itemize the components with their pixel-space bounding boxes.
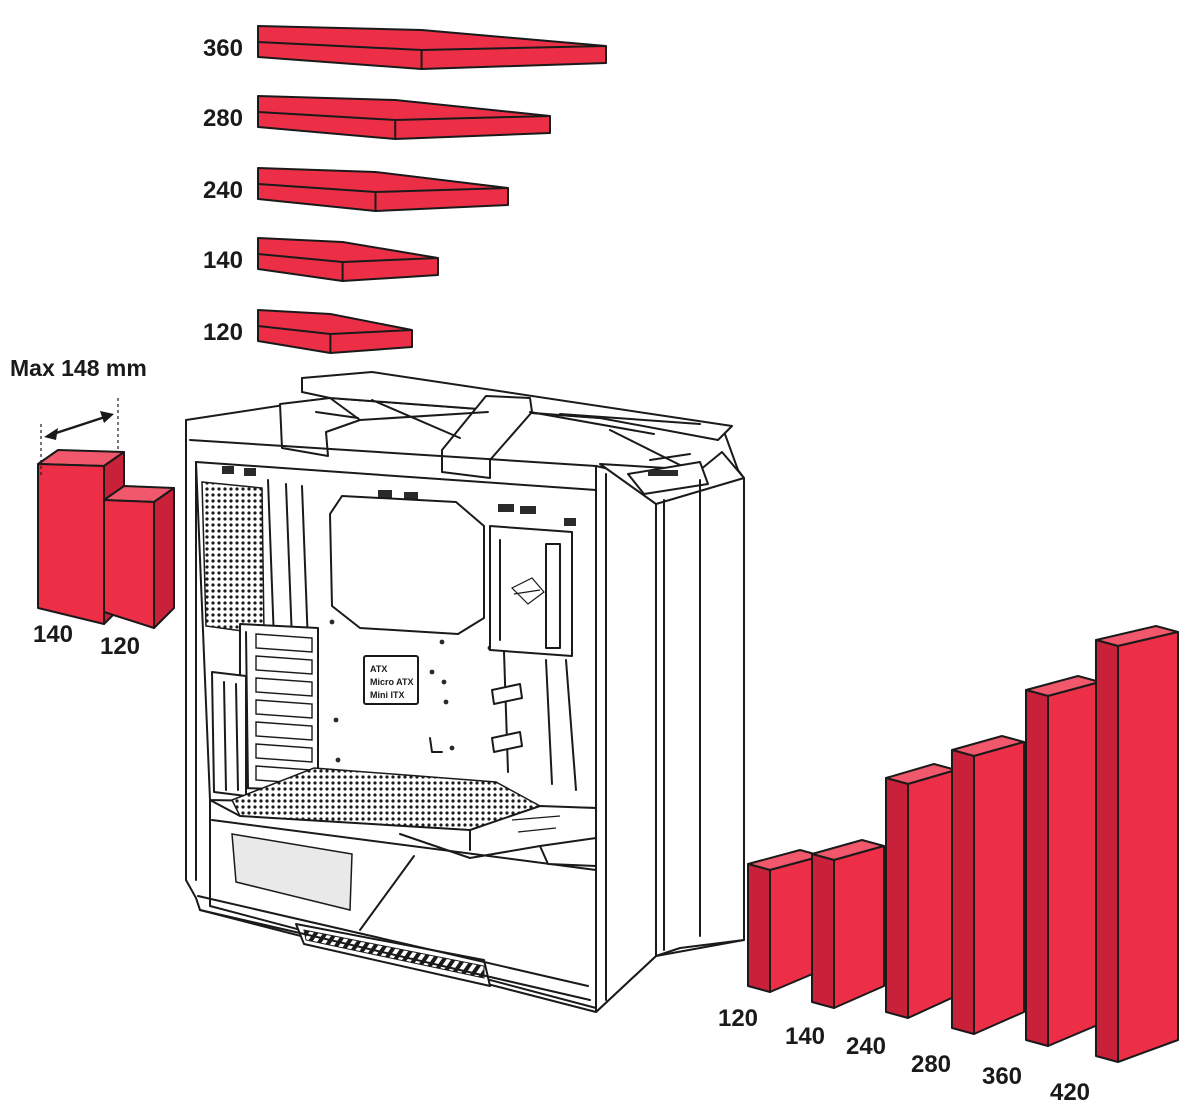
- front-radiator-120: 120: [718, 849, 823, 1032]
- top-radiator-140: 140: [203, 237, 439, 282]
- front-radiator-label: 240: [846, 1033, 886, 1060]
- front-radiator-label: 420: [1050, 1079, 1090, 1106]
- top-bracket-left: [279, 397, 361, 457]
- top-radiator-240: 240: [203, 167, 509, 212]
- front-radiator-360: 360: [982, 675, 1101, 1090]
- front-radiator-label: 280: [911, 1051, 951, 1078]
- front-radiator-label: 140: [785, 1023, 825, 1050]
- front-radiator-420: 420: [1050, 625, 1179, 1106]
- top-radiator-360: 360: [203, 25, 607, 70]
- rear-radiator-120: 120: [100, 485, 175, 660]
- top-radiator-280: 280: [203, 95, 551, 140]
- top-radiator-label: 120: [203, 319, 243, 346]
- top-radiator-label: 140: [203, 247, 243, 274]
- top-radiator-label: 240: [203, 177, 243, 204]
- front-radiator-label: 360: [982, 1063, 1022, 1090]
- max-thickness-label: Max 148 mm: [10, 355, 147, 381]
- top-radiator-120: 120: [203, 309, 413, 354]
- mb-label-atx: ATX: [370, 664, 387, 674]
- rear-fan-mesh: [201, 481, 265, 635]
- front-radiator-280: 280: [911, 735, 1025, 1078]
- top-radiator-label: 360: [203, 35, 243, 62]
- mb-label-micro-atx: Micro ATX: [370, 677, 414, 687]
- pc-case-drawing: ATX Micro ATX Mini ITX: [185, 371, 745, 1013]
- arrow-head-left: [44, 428, 58, 440]
- rear-radiator-group: 140 120: [33, 449, 175, 660]
- mb-label-mini-itx: Mini ITX: [370, 690, 405, 700]
- top-radiator-group: 360 280 240 140 120: [203, 25, 607, 354]
- thickness-arrow-line: [49, 414, 109, 437]
- rear-radiator-label: 120: [100, 633, 140, 660]
- rear-radiator-label: 140: [33, 621, 73, 648]
- psu-shroud: [209, 799, 597, 1009]
- top-radiator-label: 280: [203, 105, 243, 132]
- arrow-head-right: [100, 411, 114, 423]
- front-radiator-label: 120: [718, 1005, 758, 1032]
- front-radiator-140: 140: [785, 839, 885, 1050]
- motherboard-cpu-cutout: [329, 495, 485, 635]
- front-radiator-group: 120 140 240 280 360 420: [718, 625, 1179, 1106]
- max-thickness-annotation: Max 148 mm: [10, 355, 147, 476]
- motherboard-tray-label: [363, 655, 419, 705]
